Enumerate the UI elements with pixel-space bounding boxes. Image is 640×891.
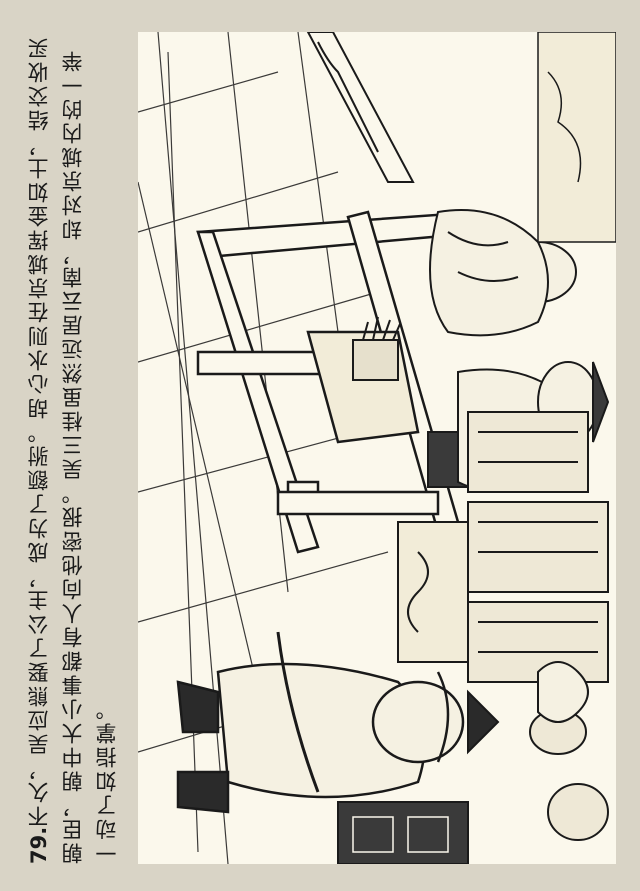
caption-number: 79. xyxy=(27,826,51,864)
illustration-icon xyxy=(138,32,616,864)
caption-strip: 79.不久，吴应熊娶了公主，成为了额驸。胡心水则在京城挥金如土，结交收买朝臣，朝… xyxy=(0,0,138,891)
caption-text: 不久，吴应熊娶了公主，成为了额驸。胡心水则在京城挥金如土，结交收买朝臣，朝中大小… xyxy=(27,34,119,864)
caption: 79.不久，吴应熊娶了公主，成为了额驸。胡心水则在京城挥金如土，结交收买朝臣，朝… xyxy=(22,34,132,864)
illustration-panel xyxy=(138,32,616,864)
